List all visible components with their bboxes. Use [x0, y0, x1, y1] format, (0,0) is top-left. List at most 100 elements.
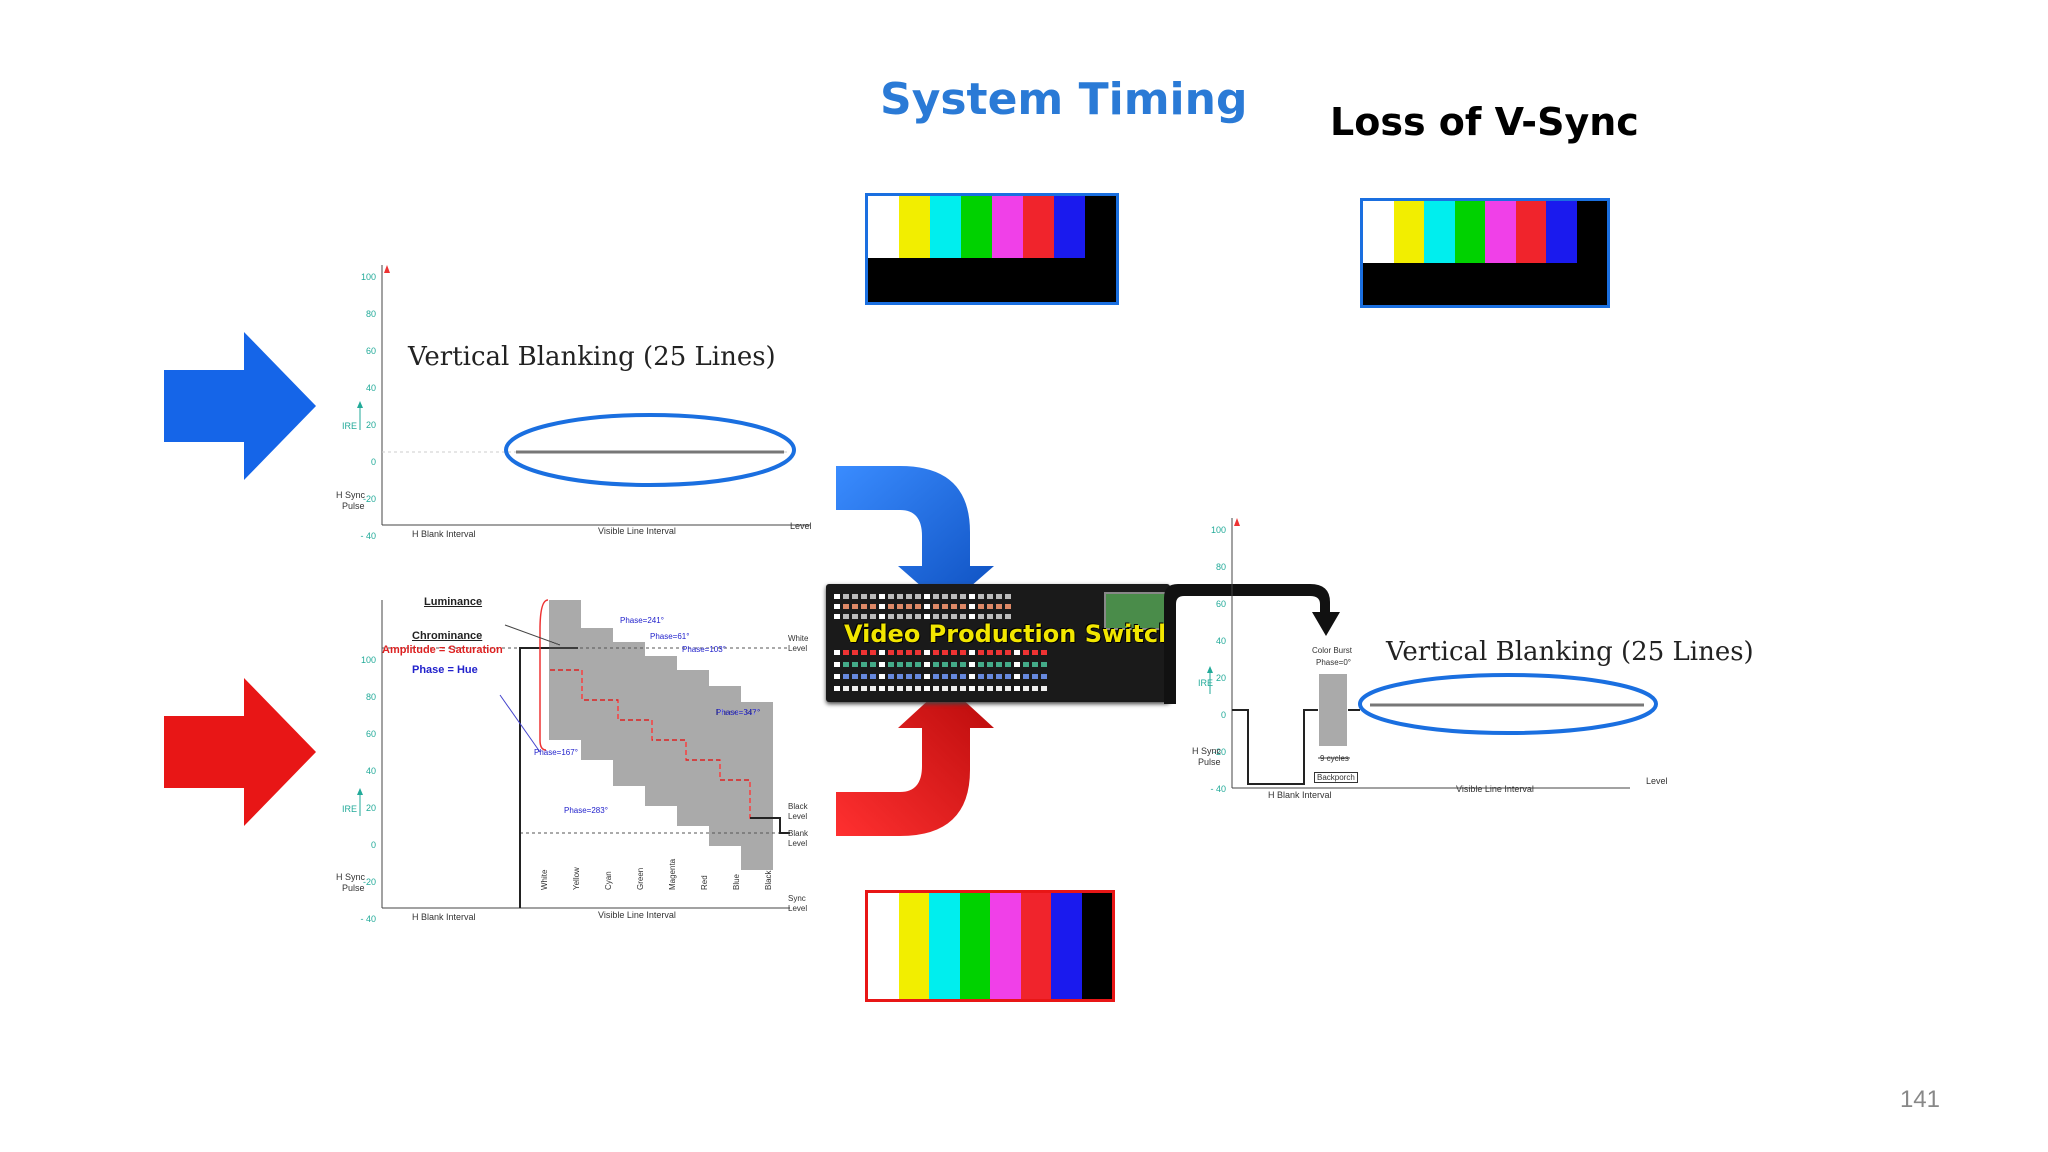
y-tick: -20	[362, 494, 376, 504]
color-bar	[992, 196, 1023, 258]
color-bar	[930, 196, 961, 258]
color-bar	[1051, 893, 1082, 999]
y-tick: 60	[365, 346, 376, 356]
switcher-display	[1104, 592, 1168, 630]
h-sync-label: H Sync	[336, 490, 366, 500]
color-bar	[1020, 893, 1051, 999]
waveform-graph-color-bars: 100 80 60 40 20 0 -20 - 40 IRE H Sync Pu…	[330, 590, 830, 930]
color-bar	[1081, 893, 1112, 999]
phase-label: Phase=103°	[682, 645, 726, 654]
waveform-graph-loss-of-vsync: 100 80 60 40 20 0 -20 - 40 IRE H Sync Pu…	[1180, 508, 1700, 808]
phase-label: Phase=283°	[564, 806, 608, 815]
phase-label: Phase=347°	[716, 708, 760, 717]
color-bar	[868, 893, 899, 999]
amplitude-saturation-label: Amplitude = Saturation	[382, 644, 503, 656]
h-blank-label: H Blank Interval	[412, 912, 476, 922]
phase-label: Phase=241°	[620, 616, 664, 625]
bar-name: Black	[764, 870, 773, 890]
color-bar	[1023, 196, 1054, 258]
y-tick: 80	[365, 692, 376, 702]
y-tick: 0	[370, 457, 376, 467]
color-bar	[959, 893, 990, 999]
visible-line-label: Visible Line Interval	[1456, 784, 1534, 794]
h-blank-label: H Blank Interval	[412, 529, 476, 539]
bar-name-labels: White Yellow Cyan Green Magenta Red Blue…	[540, 859, 780, 910]
y-tick: - 40	[360, 531, 376, 541]
switcher-label: Video Production Switcher	[844, 620, 1170, 648]
color-bar	[1085, 196, 1116, 258]
color-bar	[929, 893, 960, 999]
bar-name: Cyan	[604, 871, 613, 890]
ire-label: IRE	[342, 804, 358, 814]
ire-label: IRE	[1198, 678, 1214, 688]
color-bar	[1054, 196, 1085, 258]
output-color-bars-monitor	[865, 193, 1119, 305]
y-tick: 0	[370, 840, 376, 850]
slide-title: System Timing	[880, 74, 1248, 125]
level-label: Level	[790, 521, 812, 531]
y-tick: 60	[365, 729, 376, 739]
y-tick: 40	[1215, 636, 1226, 646]
video-production-switcher: Video Production Switcher	[826, 584, 1170, 702]
chrominance-label: Chrominance	[412, 630, 483, 642]
color-bar	[1546, 201, 1577, 263]
h-sync-label: H Sync	[1192, 746, 1222, 756]
blank-line-highlight	[504, 413, 796, 487]
y-tick: 20	[365, 420, 376, 430]
color-burst-label: Color Burst	[1312, 646, 1353, 655]
color-bar	[961, 196, 992, 258]
backporch-label: Backporch	[1314, 772, 1358, 783]
y-tick: 80	[1215, 562, 1226, 572]
phase-label: Phase=61°	[650, 632, 690, 641]
bar-name: Magenta	[668, 858, 677, 890]
red-curved-arrow	[836, 684, 994, 836]
color-bar	[1363, 201, 1394, 263]
y-tick: 40	[365, 766, 376, 776]
color-bar	[898, 893, 929, 999]
y-tick: 100	[360, 655, 376, 665]
pulse-label: Pulse	[1198, 757, 1221, 767]
color-bar	[868, 196, 899, 258]
red-input-color-bars-monitor	[865, 890, 1115, 1002]
vertical-blanking-label-right: Vertical Blanking (25 Lines)	[1386, 637, 1754, 667]
color-bar	[899, 196, 930, 258]
pulse-label: Pulse	[342, 501, 365, 511]
color-bar	[1424, 201, 1455, 263]
loss-of-vsync-color-bars-monitor	[1360, 198, 1610, 308]
y-tick: -20	[1212, 747, 1226, 757]
color-bar	[1485, 201, 1516, 263]
phase-label: Phase=167°	[534, 748, 578, 757]
visible-line-label: Visible Line Interval	[598, 910, 676, 920]
y-tick: 100	[360, 272, 376, 282]
blue-input-arrow	[164, 332, 316, 480]
h-blank-label: H Blank Interval	[1268, 790, 1332, 800]
luminance-label: Luminance	[424, 596, 483, 608]
phase-zero-label: Phase=0°	[1316, 658, 1352, 667]
waveform-graph-vertical-blanking: 100 80 60 40 20 0 -20 - 40 IRE H Sync Pu…	[330, 255, 820, 545]
y-tick: - 40	[360, 914, 376, 924]
bar-name: Blue	[732, 873, 741, 890]
y-tick: 60	[1215, 599, 1226, 609]
y-tick: 0	[1220, 710, 1226, 720]
bar-name: White	[540, 869, 549, 890]
y-tick: 80	[365, 309, 376, 319]
y-tick: 20	[1215, 673, 1226, 683]
bar-name: Yellow	[572, 867, 581, 890]
level-label: Level	[1646, 776, 1668, 786]
color-bar	[1454, 201, 1485, 263]
phase-hue-label: Phase = Hue	[412, 664, 478, 676]
bar-name: Red	[700, 875, 709, 890]
color-bar	[990, 893, 1021, 999]
y-tick: 100	[1210, 525, 1226, 535]
bar-name: Green	[636, 867, 645, 890]
blue-curved-arrow	[836, 466, 994, 608]
y-tick: 40	[365, 383, 376, 393]
vertical-blanking-label: Vertical Blanking (25 Lines)	[408, 342, 776, 372]
visible-line-label: Visible Line Interval	[598, 526, 676, 536]
color-bar	[1393, 201, 1424, 263]
loss-of-vsync-title: Loss of V-Sync	[1330, 100, 1639, 144]
